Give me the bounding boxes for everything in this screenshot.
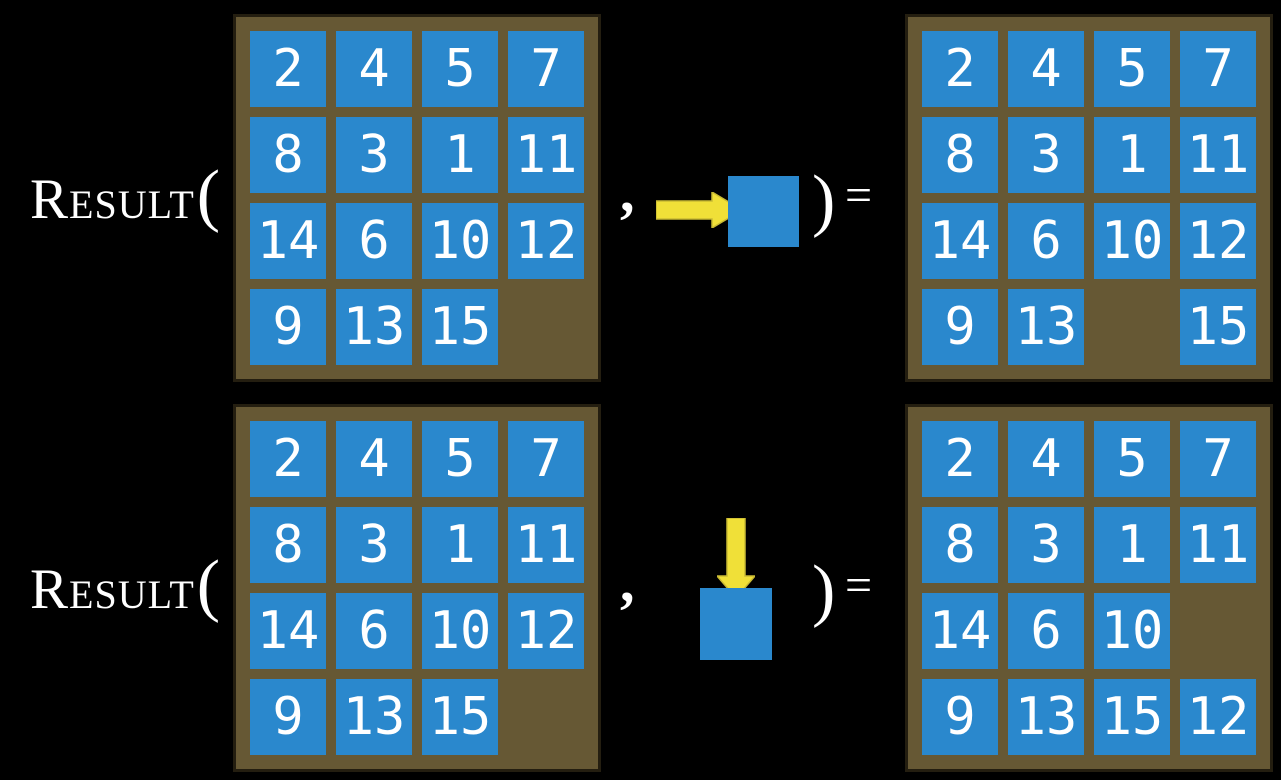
puzzle-tile: 3 [336,507,412,583]
arrow-down-icon [717,518,755,598]
puzzle-tile: 2 [250,31,326,107]
puzzle-tile: 1 [1094,117,1170,193]
puzzle-tile: 8 [250,117,326,193]
open-paren: ( [196,547,221,624]
puzzle-tile: 2 [250,421,326,497]
puzzle-tile: 11 [1180,117,1256,193]
empty-cell [508,289,584,365]
puzzle-tile: 15 [1180,289,1256,365]
puzzle-tile: 11 [1180,507,1256,583]
puzzle-tile: 13 [1008,679,1084,755]
puzzle-tile: 14 [250,203,326,279]
puzzle-tile: 10 [1094,593,1170,669]
puzzle-tile: 11 [508,507,584,583]
open-paren: ( [196,157,221,234]
puzzle-tile: 1 [422,507,498,583]
puzzle-tile: 7 [1180,31,1256,107]
puzzle-tile: 12 [508,203,584,279]
action-tile-square [700,588,772,660]
puzzle-tile: 7 [1180,421,1256,497]
puzzle-tile: 4 [336,31,412,107]
puzzle-tile: 14 [922,203,998,279]
puzzle-tile: 5 [1094,31,1170,107]
comma: , [620,159,635,224]
function-name: Result [30,168,195,231]
puzzle-tile: 9 [922,289,998,365]
puzzle-tile: 11 [508,117,584,193]
function-label: Result( [30,551,220,623]
puzzle-tile: 9 [250,679,326,755]
puzzle-tile: 14 [250,593,326,669]
puzzle-tile: 12 [1180,679,1256,755]
puzzle-tile: 8 [250,507,326,583]
comma: , [620,549,635,614]
puzzle-tile: 6 [1008,203,1084,279]
puzzle-tile: 3 [1008,507,1084,583]
puzzle-tile: 3 [1008,117,1084,193]
puzzle-tile: 13 [1008,289,1084,365]
close-paren: ) [812,552,836,629]
puzzle-tile: 7 [508,421,584,497]
function-name: Result [30,558,195,621]
puzzle-tile: 9 [922,679,998,755]
puzzle-tile: 2 [922,31,998,107]
puzzle-tile: 10 [422,203,498,279]
equals-sign: = [845,559,873,612]
equals-sign: = [845,169,873,222]
puzzle-tile: 15 [1094,679,1170,755]
puzzle-tile: 13 [336,289,412,365]
empty-cell [1094,289,1170,365]
puzzle-tile: 6 [336,203,412,279]
puzzle-tile: 4 [1008,421,1084,497]
puzzle-tile: 5 [422,421,498,497]
puzzle-tile: 5 [422,31,498,107]
puzzle-tile: 2 [922,421,998,497]
puzzle-tile: 8 [922,117,998,193]
function-label: Result( [30,161,220,233]
puzzle-tile: 12 [508,593,584,669]
puzzle-tile: 15 [422,289,498,365]
puzzle-tile: 13 [336,679,412,755]
puzzle-tile: 9 [250,289,326,365]
puzzle-tile: 4 [336,421,412,497]
puzzle-tile: 5 [1094,421,1170,497]
close-paren: ) [812,162,836,239]
puzzle-tile: 14 [922,593,998,669]
puzzle-tile: 4 [1008,31,1084,107]
puzzle-tile: 1 [422,117,498,193]
puzzle-tile: 10 [1094,203,1170,279]
puzzle-tile: 15 [422,679,498,755]
empty-cell [1180,593,1256,669]
puzzle-tile: 3 [336,117,412,193]
empty-cell [508,679,584,755]
puzzle-tile: 6 [1008,593,1084,669]
action-tile-square [728,176,799,247]
puzzle-tile: 6 [336,593,412,669]
arrow-right-icon [656,192,742,228]
puzzle-tile: 10 [422,593,498,669]
puzzle-tile: 7 [508,31,584,107]
puzzle-tile: 1 [1094,507,1170,583]
puzzle-tile: 8 [922,507,998,583]
puzzle-tile: 12 [1180,203,1256,279]
